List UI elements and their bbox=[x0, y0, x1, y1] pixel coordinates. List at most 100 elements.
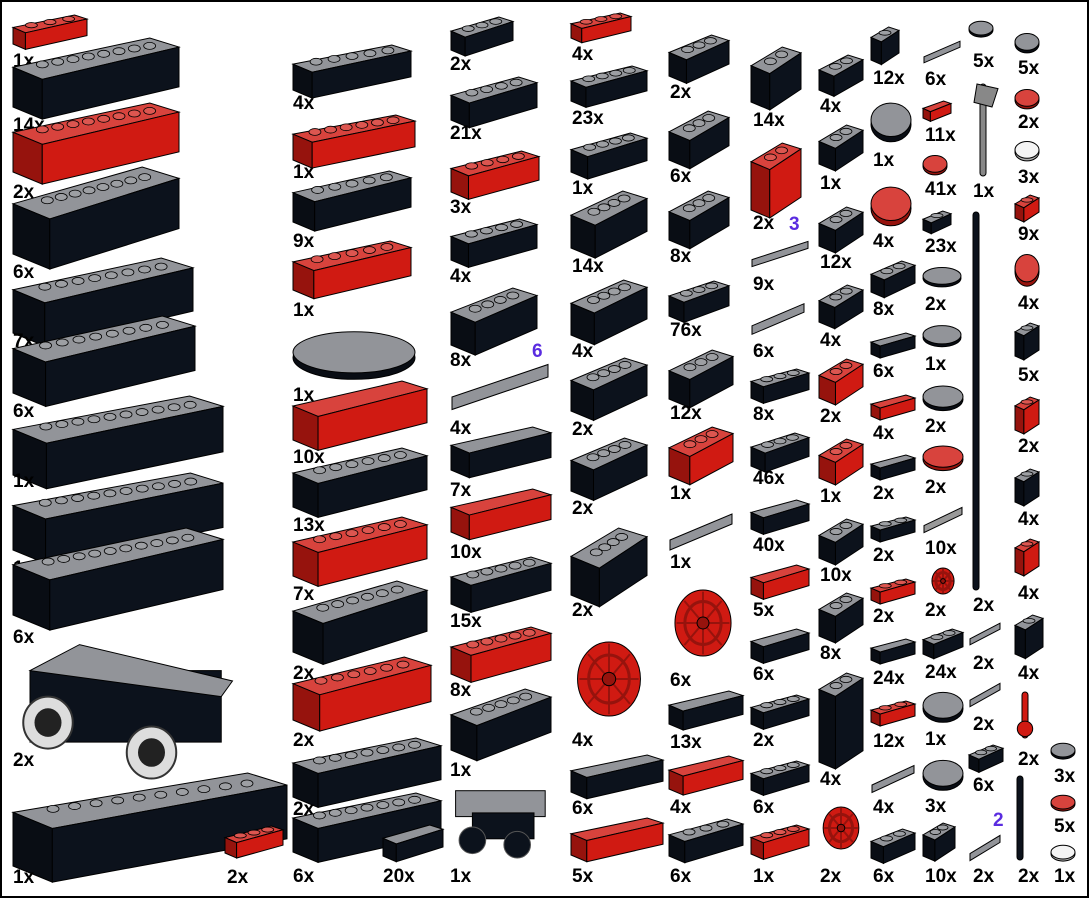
part-quantity: 1x bbox=[753, 866, 775, 887]
black-plate-1x10-image bbox=[291, 792, 443, 864]
black-technic-brick-1x2-image bbox=[817, 518, 865, 566]
part-quantity: 4x bbox=[293, 93, 315, 114]
part-quantity: 23x bbox=[925, 236, 957, 257]
black-tile-1x4-image bbox=[381, 824, 445, 863]
part-quantity: 2x bbox=[973, 866, 995, 887]
black-slope-1x2-image bbox=[869, 828, 917, 865]
part-quantity: 2x bbox=[227, 867, 249, 888]
red-brick-1x1-image bbox=[1013, 538, 1041, 577]
black-technic-pin-image bbox=[751, 302, 805, 336]
black-axle-8-image bbox=[451, 363, 549, 411]
part-quantity: 24x bbox=[925, 662, 957, 683]
black-bracket-image bbox=[749, 46, 803, 111]
part-quantity: 12x bbox=[670, 403, 702, 424]
part-quantity: 6x bbox=[753, 797, 775, 818]
part-quantity: 76x bbox=[670, 320, 702, 341]
black-brick-2x8-image bbox=[291, 580, 429, 666]
black-plate-1x4-image bbox=[569, 65, 649, 109]
black-tile-1x2-image bbox=[869, 332, 917, 359]
red-tile-round-1x1-image bbox=[1050, 794, 1076, 812]
part-quantity: 1x bbox=[293, 385, 315, 406]
part-quantity: 4x bbox=[1018, 509, 1040, 530]
part-quantity: 46x bbox=[753, 468, 785, 489]
red-plate-2x4-image bbox=[449, 150, 541, 201]
black-slope-curved-2x2-image bbox=[749, 432, 811, 473]
red-plate-4x4-image bbox=[291, 114, 417, 169]
part-quantity: 2x bbox=[1018, 749, 1040, 770]
part-quantity: 4x bbox=[572, 341, 594, 362]
black-bar-short-image bbox=[1016, 775, 1024, 861]
black-slope-tall-image bbox=[817, 672, 865, 770]
printed-tile-1x2-image bbox=[869, 454, 917, 481]
part-quantity: 2x bbox=[13, 182, 35, 203]
black-tile-2x4-image bbox=[569, 754, 665, 800]
red-steering-wheel-image bbox=[931, 567, 955, 595]
black-plate-2x3-image bbox=[667, 818, 745, 864]
part-quantity: 4x bbox=[572, 730, 594, 751]
part-quantity: 1x bbox=[670, 483, 692, 504]
black-plate-2x6-image bbox=[291, 170, 413, 232]
part-quantity: 1x bbox=[925, 354, 947, 375]
black-technic-brick-1x2-image bbox=[817, 284, 865, 330]
black-tile-round-2x2-image bbox=[922, 325, 962, 348]
part-quantity: 2x bbox=[925, 600, 947, 621]
black-brick-1x1-clip-image bbox=[869, 26, 901, 66]
red-plate-round-1x1-image bbox=[922, 155, 948, 176]
part-quantity: 6x bbox=[873, 361, 895, 382]
black-brick-1x1-image bbox=[921, 822, 957, 863]
part-quantity: 2x bbox=[13, 750, 35, 771]
part-quantity: 6x bbox=[873, 866, 895, 887]
part-quantity: 4x bbox=[450, 418, 472, 439]
part-quantity: 2x bbox=[820, 866, 842, 887]
black-dish-8x8-image bbox=[292, 331, 416, 380]
part-quantity: 2x bbox=[1018, 112, 1040, 133]
part-quantity: 2x bbox=[293, 663, 315, 684]
red-train-wheel-large-image bbox=[577, 641, 641, 717]
part-quantity: 4x bbox=[1018, 293, 1040, 314]
part-quantity: 8x bbox=[450, 350, 472, 371]
part-quantity: 24x bbox=[873, 668, 905, 689]
part-quantity: 1x bbox=[450, 760, 472, 781]
part-quantity: 9x bbox=[1018, 224, 1040, 245]
part-quantity: 4x bbox=[1018, 583, 1040, 604]
red-brick-round-1x1-image bbox=[1014, 254, 1040, 287]
red-wheel-disc-image bbox=[822, 806, 860, 850]
black-bogie-image bbox=[455, 790, 546, 859]
black-clip-bar-image bbox=[969, 682, 1001, 708]
black-plate-4x6-image bbox=[291, 737, 443, 809]
gray-pin-long-image bbox=[923, 506, 963, 534]
black-window-1x4x3-image bbox=[569, 527, 649, 608]
black-plate-2x4-image bbox=[449, 218, 539, 269]
part-quantity: 9x bbox=[753, 274, 775, 295]
part-quantity: 6x bbox=[670, 866, 692, 887]
black-plate-1x8-image bbox=[11, 37, 181, 120]
part-quantity: 2x bbox=[450, 54, 472, 75]
part-quantity: 2x bbox=[973, 653, 995, 674]
black-plate-2x2-image bbox=[749, 760, 811, 797]
part-quantity: 1x bbox=[820, 486, 842, 507]
black-brick-round-2x2-image bbox=[870, 102, 912, 143]
part-quantity: 14x bbox=[572, 256, 604, 277]
part-quantity: 3x bbox=[450, 197, 472, 218]
red-plate-1x3-image bbox=[223, 825, 285, 859]
part-quantity: 10x bbox=[293, 447, 325, 468]
part-quantity: 10x bbox=[925, 866, 957, 887]
red-plate-2x2-image bbox=[749, 824, 811, 861]
part-quantity: 2x bbox=[1018, 866, 1040, 887]
black-tile-1x6-image bbox=[449, 426, 553, 479]
part-quantity: 13x bbox=[670, 732, 702, 753]
part-quantity: 1x bbox=[293, 162, 315, 183]
part-quantity: 4x bbox=[572, 44, 594, 65]
red-technic-brick-1x2-image bbox=[817, 438, 865, 486]
black-plate-4x10-image bbox=[11, 527, 225, 631]
train-motor-image bbox=[22, 644, 234, 780]
red-plate-1x8-rail-image bbox=[291, 656, 433, 732]
black-pin-half-image bbox=[969, 622, 1001, 646]
part-quantity: 6x bbox=[753, 664, 775, 685]
part-quantity: 4x bbox=[873, 797, 895, 818]
white-tile-round-1x1-image bbox=[1050, 844, 1076, 862]
part-quantity: 41x bbox=[925, 179, 957, 200]
part-quantity: 4x bbox=[820, 330, 842, 351]
black-plate-8x10-image bbox=[11, 395, 225, 490]
part-quantity: 11x bbox=[925, 125, 956, 146]
